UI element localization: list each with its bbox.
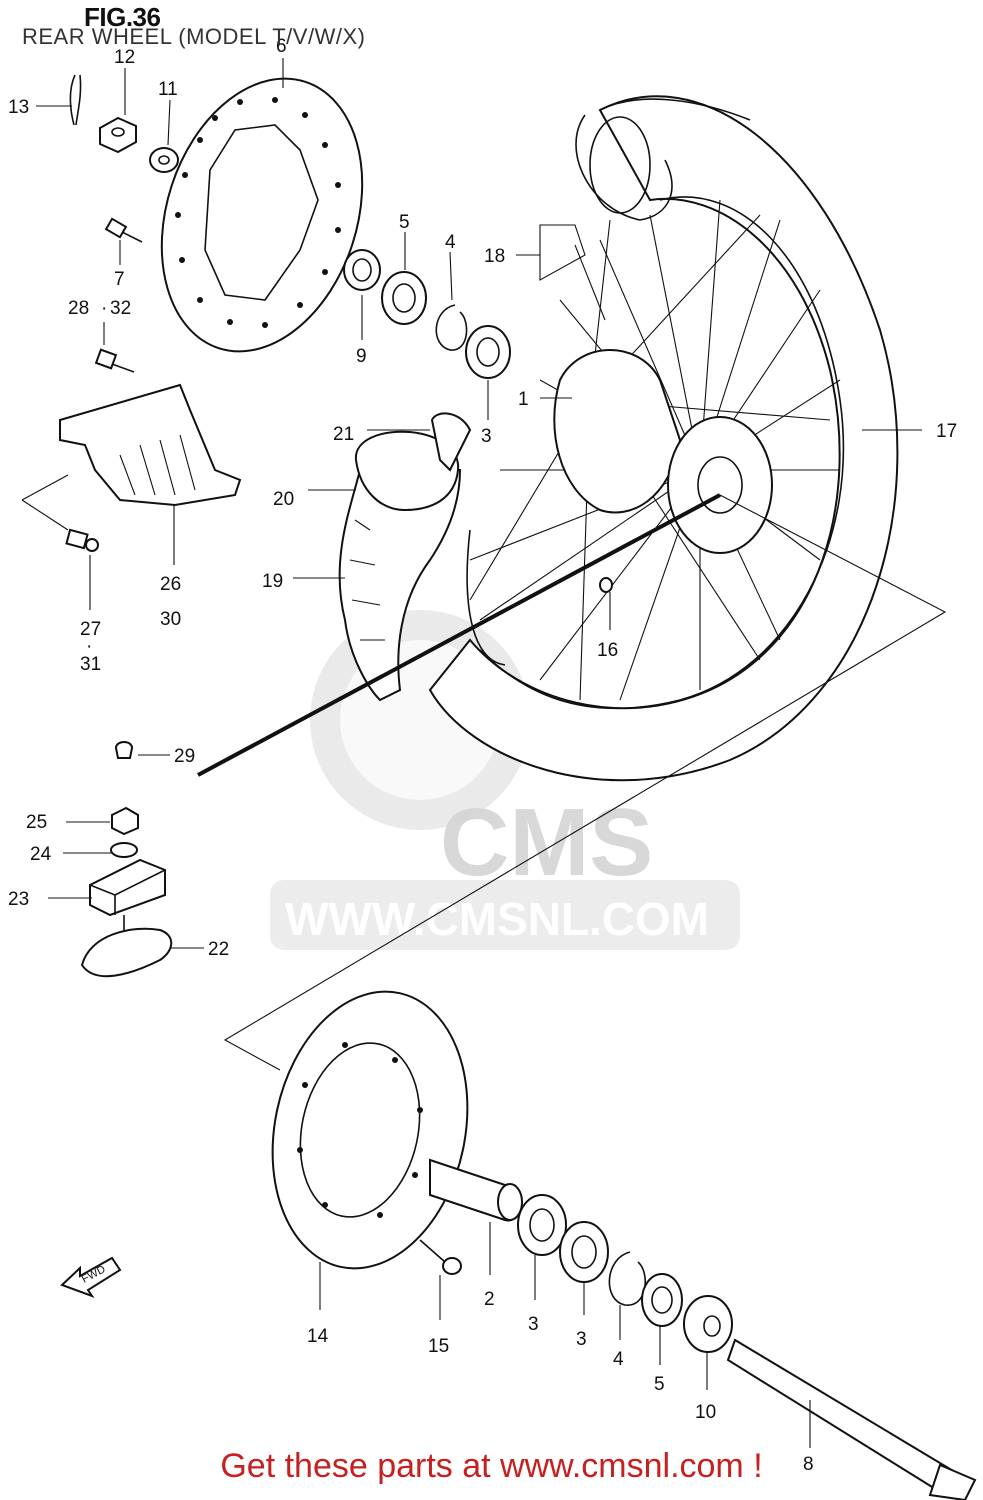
washer-24: [110, 842, 138, 858]
callout-3-upper: 3: [481, 426, 492, 447]
callout-29: 29: [174, 746, 195, 767]
callout-30: 30: [160, 609, 181, 630]
callout-27: 27: [80, 619, 101, 640]
callout-18: 18: [484, 246, 505, 267]
bolt-27: [65, 528, 99, 552]
leader-lines: [21, 58, 922, 1448]
callout-8: 8: [803, 1454, 814, 1475]
rear-wheel: [428, 95, 899, 782]
rear-sprocket: [271, 990, 469, 1270]
callout-1: 1: [518, 389, 529, 410]
callout-12: 12: [114, 47, 135, 68]
axle-8: [726, 1338, 977, 1500]
callout-20: 20: [273, 489, 294, 510]
bolt-28: [94, 348, 135, 373]
callout-28-dot: ·: [101, 298, 107, 319]
nipple-29: [114, 741, 134, 759]
watermark-brand: CMS: [440, 789, 653, 896]
axis-lines: [197, 224, 947, 1071]
callout-28: 28: [68, 298, 89, 319]
callout-15: 15: [428, 1336, 449, 1357]
callout-16: 16: [597, 640, 618, 661]
cotter-pin: [69, 74, 82, 126]
seal-5-lower: [641, 1273, 683, 1327]
callout-13: 13: [8, 97, 29, 118]
callout-6: 6: [276, 36, 287, 57]
callout-labels: 13 12 11 6 7 28 · 32 5 4 9 3 18 1 21 20 …: [8, 36, 957, 1475]
inner-tube: [338, 469, 462, 702]
fwd-arrow-icon: FWD: [60, 1256, 122, 1298]
callout-5-upper: 5: [399, 212, 410, 233]
callout-4-lower: 4: [613, 1349, 624, 1370]
callout-22: 22: [208, 939, 229, 960]
watermark: CMS WWW.CMSNL.COM: [270, 610, 740, 950]
spacer-9: [343, 249, 381, 291]
rim-tape: [430, 412, 506, 666]
callout-23: 23: [8, 889, 29, 910]
callout-17: 17: [936, 421, 957, 442]
callout-3-lower-a: 3: [528, 1314, 539, 1335]
callout-5-lower: 5: [654, 1374, 665, 1395]
callout-7: 7: [114, 269, 125, 290]
callout-3-lower-b: 3: [576, 1329, 587, 1350]
callout-2: 2: [484, 1289, 495, 1310]
circlip-4-lower: [608, 1251, 646, 1306]
castle-nut: [99, 116, 137, 154]
callout-24: 24: [30, 844, 52, 865]
bearing-3-upper: [465, 325, 511, 379]
spacer-10: [683, 1295, 733, 1353]
callout-26: 26: [160, 574, 181, 595]
callout-11: 11: [158, 79, 178, 100]
callout-21: 21: [333, 424, 354, 445]
callout-14: 14: [307, 1326, 329, 1347]
watermark-url: WWW.CMSNL.COM: [285, 893, 709, 945]
callout-10: 10: [695, 1402, 716, 1423]
nut-25: [111, 806, 139, 836]
callout-31: 31: [80, 654, 101, 675]
callout-4-upper: 4: [445, 232, 456, 253]
figure-title: FIG.36: [84, 2, 161, 32]
brake-disc: [160, 77, 364, 353]
callout-25: 25: [26, 812, 47, 833]
rim-lock-block: [89, 858, 166, 917]
circlip-4-upper: [435, 304, 468, 351]
chain-guard: [59, 383, 242, 507]
figure-subtitle: REAR WHEEL (MODEL T/V/W/X): [22, 24, 366, 49]
bearing-5-upper: [381, 271, 427, 325]
bolt-7: [104, 217, 143, 243]
rim-band: [354, 430, 460, 512]
rim-lock-plate: [80, 915, 173, 978]
washer-11: [149, 147, 179, 173]
bearing-3-lower-a: [517, 1194, 567, 1256]
callout-32: 32: [110, 298, 131, 319]
bearing-3-lower-b: [559, 1221, 609, 1283]
footer-link[interactable]: Get these parts at www.cmsnl.com !: [220, 1447, 763, 1485]
hub-spacer-2: [429, 1158, 523, 1222]
bolt-15: [419, 1239, 462, 1275]
callout-19: 19: [262, 571, 283, 592]
callout-9: 9: [356, 346, 367, 367]
callout-27-dot: ·: [86, 636, 92, 657]
